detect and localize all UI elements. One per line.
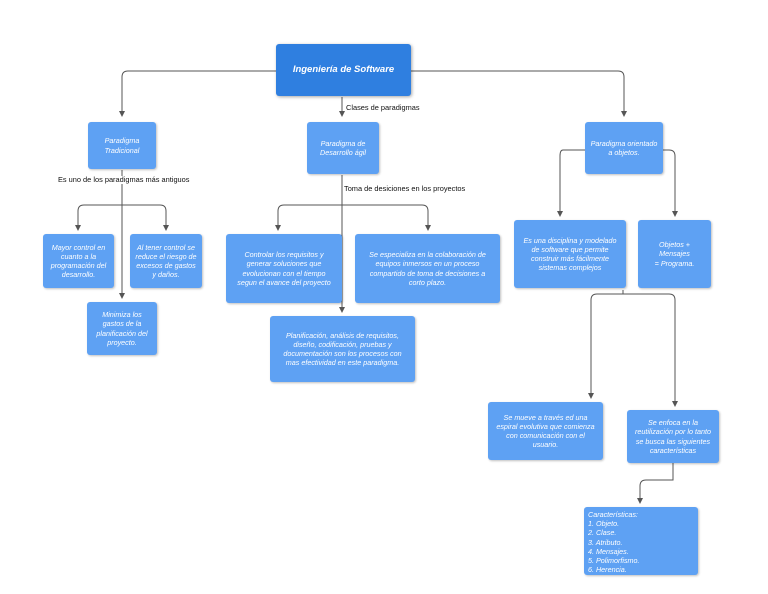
- agile-paradigm-node[interactable]: Paradigma de Desarrollo ágil: [307, 122, 379, 174]
- agile-collab-node[interactable]: Se especializa en la colaboración de equ…: [355, 234, 500, 303]
- oo-spiral-node[interactable]: Se mueve a través ed una espiral evoluti…: [488, 402, 603, 460]
- connector-agile-control: [275, 204, 342, 231]
- connector-agile-collab: [342, 204, 431, 231]
- label-paradigm-classes: Clases de paradigmas: [345, 103, 421, 113]
- traditional-paradigm-node[interactable]: Paradigma Tradicional: [88, 122, 156, 169]
- oo-paradigm-node[interactable]: Paradigma orientado a objetos.: [585, 122, 663, 174]
- connector-traditional-control: [75, 204, 122, 231]
- connector-discipline-spiral: [588, 293, 623, 399]
- oo-reuse-node[interactable]: Se enfoca en la reutilización por lo tan…: [627, 410, 719, 463]
- connector-discipline-reuse: [623, 293, 678, 407]
- traditional-risk-node[interactable]: Al tener control se reduce el riesgo de …: [130, 234, 202, 288]
- connector-root-traditional: [119, 70, 276, 117]
- root-node[interactable]: Ingeniería de Software: [276, 44, 411, 96]
- connector-reuse-features: [637, 463, 674, 504]
- connector-oo-trunk-right: [624, 149, 678, 217]
- connector-traditional-risk: [122, 204, 169, 231]
- label-decisions: Toma de desiciones en los proyectos: [343, 184, 467, 194]
- label-oldest: Es uno de los paradigmas más antiguos: [57, 175, 191, 185]
- traditional-costs-node[interactable]: Minimiza los gastos de la planificación …: [87, 302, 157, 355]
- connector-oo-trunk-left: [557, 149, 624, 217]
- oo-formula-node[interactable]: Objetos + Mensajes = Programa.: [638, 220, 711, 288]
- oo-features-node[interactable]: Características: 1. Objeto. 2. Clase. 3.…: [584, 507, 698, 575]
- connector-root-oo: [410, 70, 627, 117]
- traditional-control-node[interactable]: Mayor control en cuanto a la programació…: [43, 234, 114, 288]
- agile-control-node[interactable]: Controlar los requisitos y generar soluc…: [226, 234, 342, 303]
- oo-discipline-node[interactable]: Es una disciplina y modelado de software…: [514, 220, 626, 288]
- agile-process-node[interactable]: Planificación, análisis de requisitos, d…: [270, 316, 415, 382]
